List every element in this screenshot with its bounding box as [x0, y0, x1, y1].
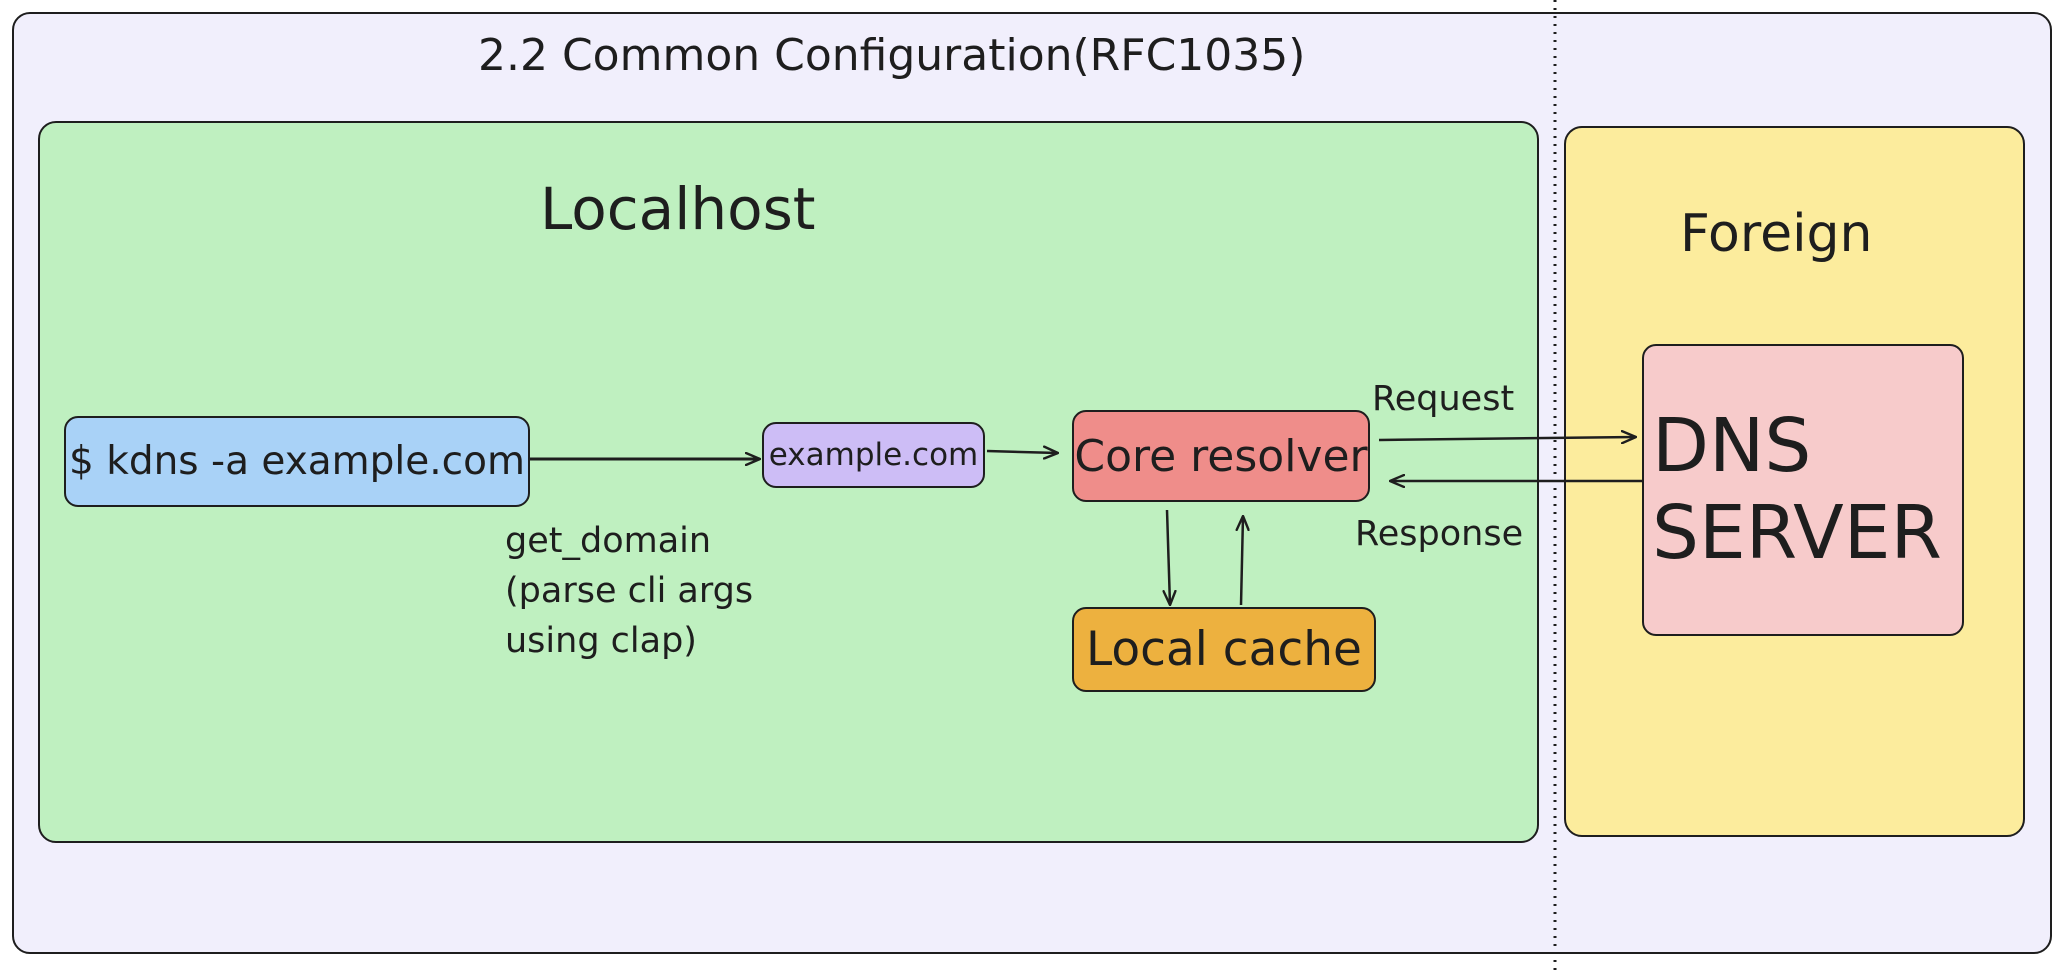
cli-command-node: $ kdns -a example.com: [64, 416, 530, 507]
dns-server-label-line1: DNS: [1652, 402, 1812, 489]
get-domain-label-line1: get_domain: [505, 521, 712, 561]
request-edge-label: Request: [1372, 379, 1515, 419]
core-resolver-node: Core resolver: [1072, 410, 1370, 502]
response-edge-label: Response: [1355, 514, 1524, 554]
get-domain-label-line2: (parse cli args: [505, 571, 754, 611]
domain-node: example.com: [762, 422, 985, 488]
dns-server-label-line2: SERVER: [1652, 490, 1942, 576]
dns-server-node: DNS SERVER: [1642, 344, 1964, 636]
local-cache-node: Local cache: [1072, 607, 1376, 692]
foreign-zone-title: Foreign: [1680, 204, 1873, 264]
localhost-zone-title: Localhost: [540, 175, 816, 243]
get-domain-label-line3: using clap): [505, 621, 697, 661]
get-domain-edge-label: get_domain (parse cli args using clap): [505, 516, 753, 666]
diagram-title: 2.2 Common Configuration(RFC1035): [478, 30, 1306, 81]
